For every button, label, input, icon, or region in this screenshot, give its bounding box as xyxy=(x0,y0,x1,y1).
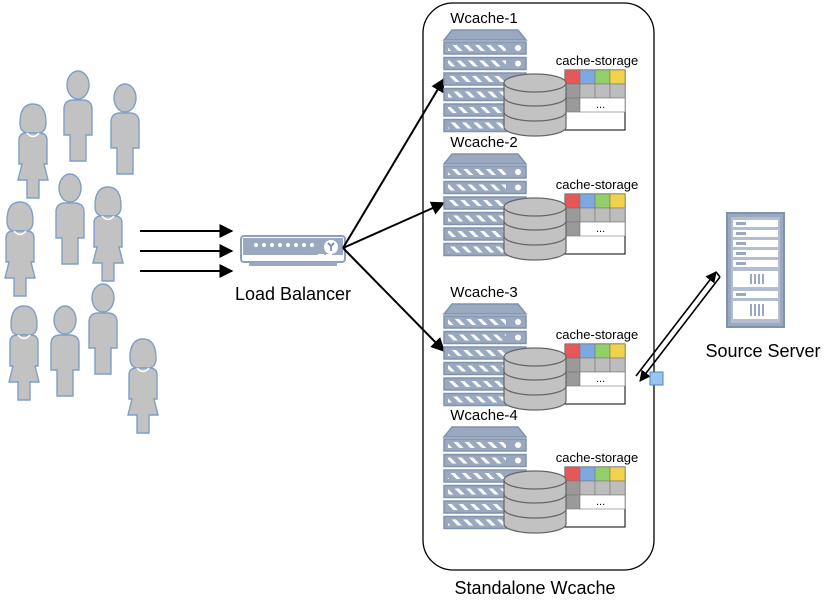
user-icon xyxy=(88,283,118,375)
wcache-node: Wcache-2 cache-storage... xyxy=(442,134,638,261)
connection-port-icon xyxy=(649,371,664,386)
cache-storage-label: cache-storage xyxy=(556,450,638,465)
user-icon xyxy=(92,186,124,282)
server-stack-icon xyxy=(442,29,528,133)
user-icon xyxy=(55,173,85,265)
user-icon xyxy=(63,70,93,162)
cache-table-icon: ... xyxy=(564,69,626,131)
user-icon xyxy=(17,103,49,199)
distribution-arrows xyxy=(342,77,446,352)
user-icon xyxy=(110,83,140,175)
table-ellipsis: ... xyxy=(596,223,605,235)
wcache-name: Wcache-1 xyxy=(450,10,518,27)
table-ellipsis: ... xyxy=(596,373,605,385)
user-icon xyxy=(4,201,36,297)
wcache-node: Wcache-4 cache-storage... xyxy=(442,407,638,534)
standalone-wcache-container xyxy=(422,2,655,571)
wcache-name: Wcache-3 xyxy=(450,284,518,301)
database-icon xyxy=(503,470,567,534)
table-ellipsis: ... xyxy=(596,496,605,508)
database-icon xyxy=(503,73,567,137)
users-group xyxy=(4,70,159,434)
table-ellipsis: ... xyxy=(596,99,605,111)
user-icon xyxy=(50,305,80,397)
cache-storage-label: cache-storage xyxy=(556,327,638,342)
cache-storage-label: cache-storage xyxy=(556,53,638,68)
user-requests-arrows xyxy=(140,224,234,278)
wcache-name: Wcache-4 xyxy=(450,407,518,424)
wcache-name: Wcache-2 xyxy=(450,134,518,151)
wcache-node: Wcache-1 cache-storage... xyxy=(442,10,638,137)
cache-storage-label: cache-storage xyxy=(556,177,638,192)
user-icon xyxy=(8,305,40,401)
cache-table-icon: ... xyxy=(564,343,626,405)
cache-table-icon: ... xyxy=(564,466,626,528)
database-icon xyxy=(503,347,567,411)
source-server-label: Source Server xyxy=(705,341,820,361)
source-connection xyxy=(635,271,721,386)
cache-table-icon: ... xyxy=(564,193,626,255)
wcache-node: Wcache-3 cache-storage... xyxy=(442,284,638,411)
load-balancer-icon xyxy=(240,235,346,266)
user-icon xyxy=(127,338,159,434)
database-icon xyxy=(503,197,567,261)
server-stack-icon xyxy=(442,426,528,530)
container-label: Standalone Wcache xyxy=(454,578,615,598)
source-server-icon xyxy=(726,212,785,328)
load-balancer-label: Load Balancer xyxy=(235,284,351,304)
